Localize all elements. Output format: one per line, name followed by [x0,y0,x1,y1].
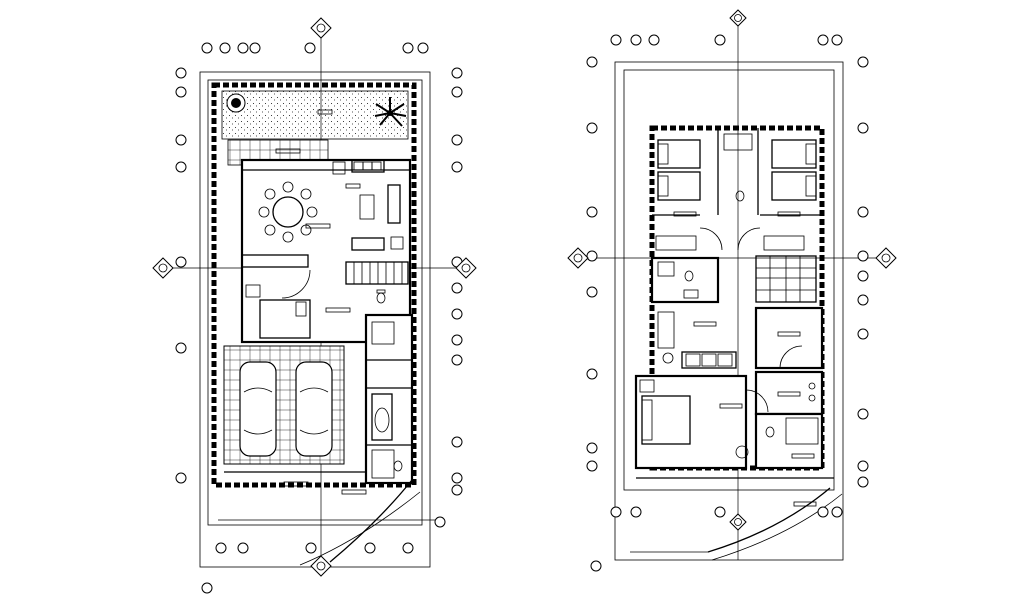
dining-table-icon [258,181,318,243]
section-marker-icon [152,17,477,577]
bed-icon [657,139,817,201]
grid-bubbles [175,42,463,594]
section-marker-icon [567,9,897,531]
toilet-icon [376,289,386,304]
first-floor-plan [567,9,897,572]
bed-icon [641,395,691,445]
ground-floor-plan [152,17,477,594]
staircase [345,261,409,285]
staircase [755,255,817,303]
toilet-icon [723,133,753,202]
grid-bubbles [586,34,869,572]
site-boundary [614,61,844,561]
kitchen [241,254,311,339]
palm-icon [374,97,407,127]
grid-lines [570,22,895,560]
master-bedroom [634,374,748,470]
sofa-icon [332,159,404,251]
exterior-wall [211,82,417,488]
car-icon [239,361,333,457]
service-rooms [364,313,414,485]
tree-icon [226,93,246,113]
